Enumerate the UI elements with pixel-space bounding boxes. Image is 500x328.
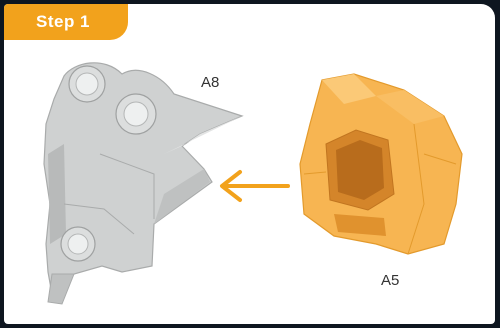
part-label-a8: A8 bbox=[201, 74, 219, 91]
part-a8-illustration bbox=[44, 63, 242, 304]
part-a5-illustration bbox=[300, 74, 462, 254]
step-label: Step 1 bbox=[4, 4, 128, 40]
assembly-illustration bbox=[4, 4, 495, 324]
step-panel: Step 1 A8 A5 bbox=[4, 4, 495, 324]
part-label-a5: A5 bbox=[381, 272, 399, 289]
arrow-left-icon bbox=[222, 172, 288, 200]
